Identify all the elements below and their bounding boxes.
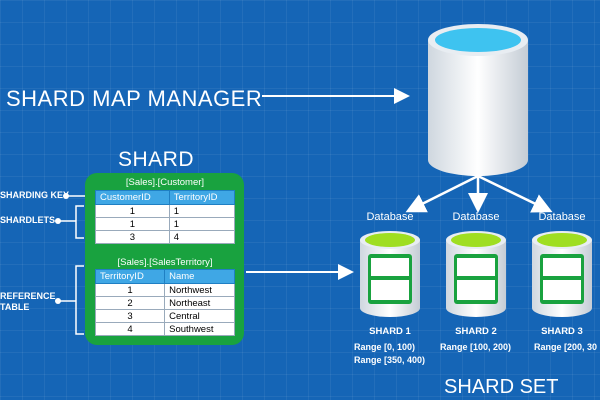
table-cell: Central xyxy=(164,309,235,323)
arrow-to-shard-3 xyxy=(477,174,553,213)
shard-3-range-1: Range [200, 30 xyxy=(534,342,598,352)
table-row: 3 4 xyxy=(95,230,236,244)
territory-table: TerritoryID Name 1 Northwest 2 Northeast… xyxy=(94,269,235,336)
shardlets-bracket xyxy=(55,205,84,239)
table-row: 1 1 xyxy=(95,217,236,231)
sharding-key-label: SHARDING KEY xyxy=(0,190,70,200)
territory-table-caption: [Sales].[SalesTerritory] xyxy=(117,257,213,268)
reference-table-bracket xyxy=(55,265,84,335)
shardlets-label: SHARDLETS xyxy=(0,215,56,225)
shard-3-database-icon xyxy=(532,231,592,317)
table-cell: 3 xyxy=(95,230,170,244)
reference-table-label-line-1: REFERENCE xyxy=(0,291,56,301)
shard-1-name: SHARD 1 xyxy=(369,326,411,337)
table-header-row: TerritoryID Name xyxy=(94,269,235,284)
table-cell: 4 xyxy=(94,322,166,336)
reference-table-label-line-2: TABLE xyxy=(0,302,30,312)
column-header: Name xyxy=(164,269,235,284)
shard-1-range-1: Range [0, 100) xyxy=(354,342,416,352)
table-cell: 1 xyxy=(95,204,170,218)
shard-2-database-label: Database xyxy=(452,211,500,223)
shard-2-database-icon xyxy=(446,231,506,317)
column-header: TerritoryID xyxy=(94,269,166,284)
table-row: 3 Central xyxy=(94,309,235,323)
shard-2-range-1: Range [100, 200) xyxy=(440,342,512,352)
table-cell: Northwest xyxy=(164,283,235,297)
shard-3-name: SHARD 3 xyxy=(541,326,583,337)
table-cell: 1 xyxy=(94,283,166,297)
shard-1-database-icon xyxy=(360,231,420,317)
customer-table-caption: [Sales].[Customer] xyxy=(125,177,205,188)
column-header: TerritoryID xyxy=(168,190,236,205)
customer-table: CustomerID TerritoryID 1 1 1 1 3 4 xyxy=(95,190,236,244)
shard-3-database-label: Database xyxy=(538,211,586,223)
table-cell: 4 xyxy=(168,230,236,244)
table-row: 2 Northeast xyxy=(94,296,235,310)
table-row: 1 Northwest xyxy=(94,283,235,297)
shard-2-name: SHARD 2 xyxy=(455,326,497,337)
table-cell: 1 xyxy=(95,217,170,231)
table-row: 4 Southwest xyxy=(94,322,235,336)
shard-map-manager-title: SHARD MAP MANAGER xyxy=(6,86,263,111)
table-cell: 3 xyxy=(94,309,166,323)
table-cell: Northeast xyxy=(164,296,235,310)
shard-map-manager-database-icon xyxy=(428,24,528,176)
shard-set-title: SHARD SET xyxy=(444,376,559,398)
table-row: 1 1 xyxy=(95,204,236,218)
table-cell: Southwest xyxy=(164,322,235,336)
table-header-row: CustomerID TerritoryID xyxy=(95,190,236,205)
column-header: CustomerID xyxy=(95,190,170,205)
table-cell: 2 xyxy=(94,296,166,310)
shard-1-range-2: Range [350, 400) xyxy=(354,355,426,365)
table-cell: 1 xyxy=(168,217,236,231)
shard-1-database-label: Database xyxy=(366,211,414,223)
table-cell: 1 xyxy=(168,204,236,218)
arrow-to-shard-1 xyxy=(405,174,479,213)
shard-title: SHARD xyxy=(118,148,195,171)
